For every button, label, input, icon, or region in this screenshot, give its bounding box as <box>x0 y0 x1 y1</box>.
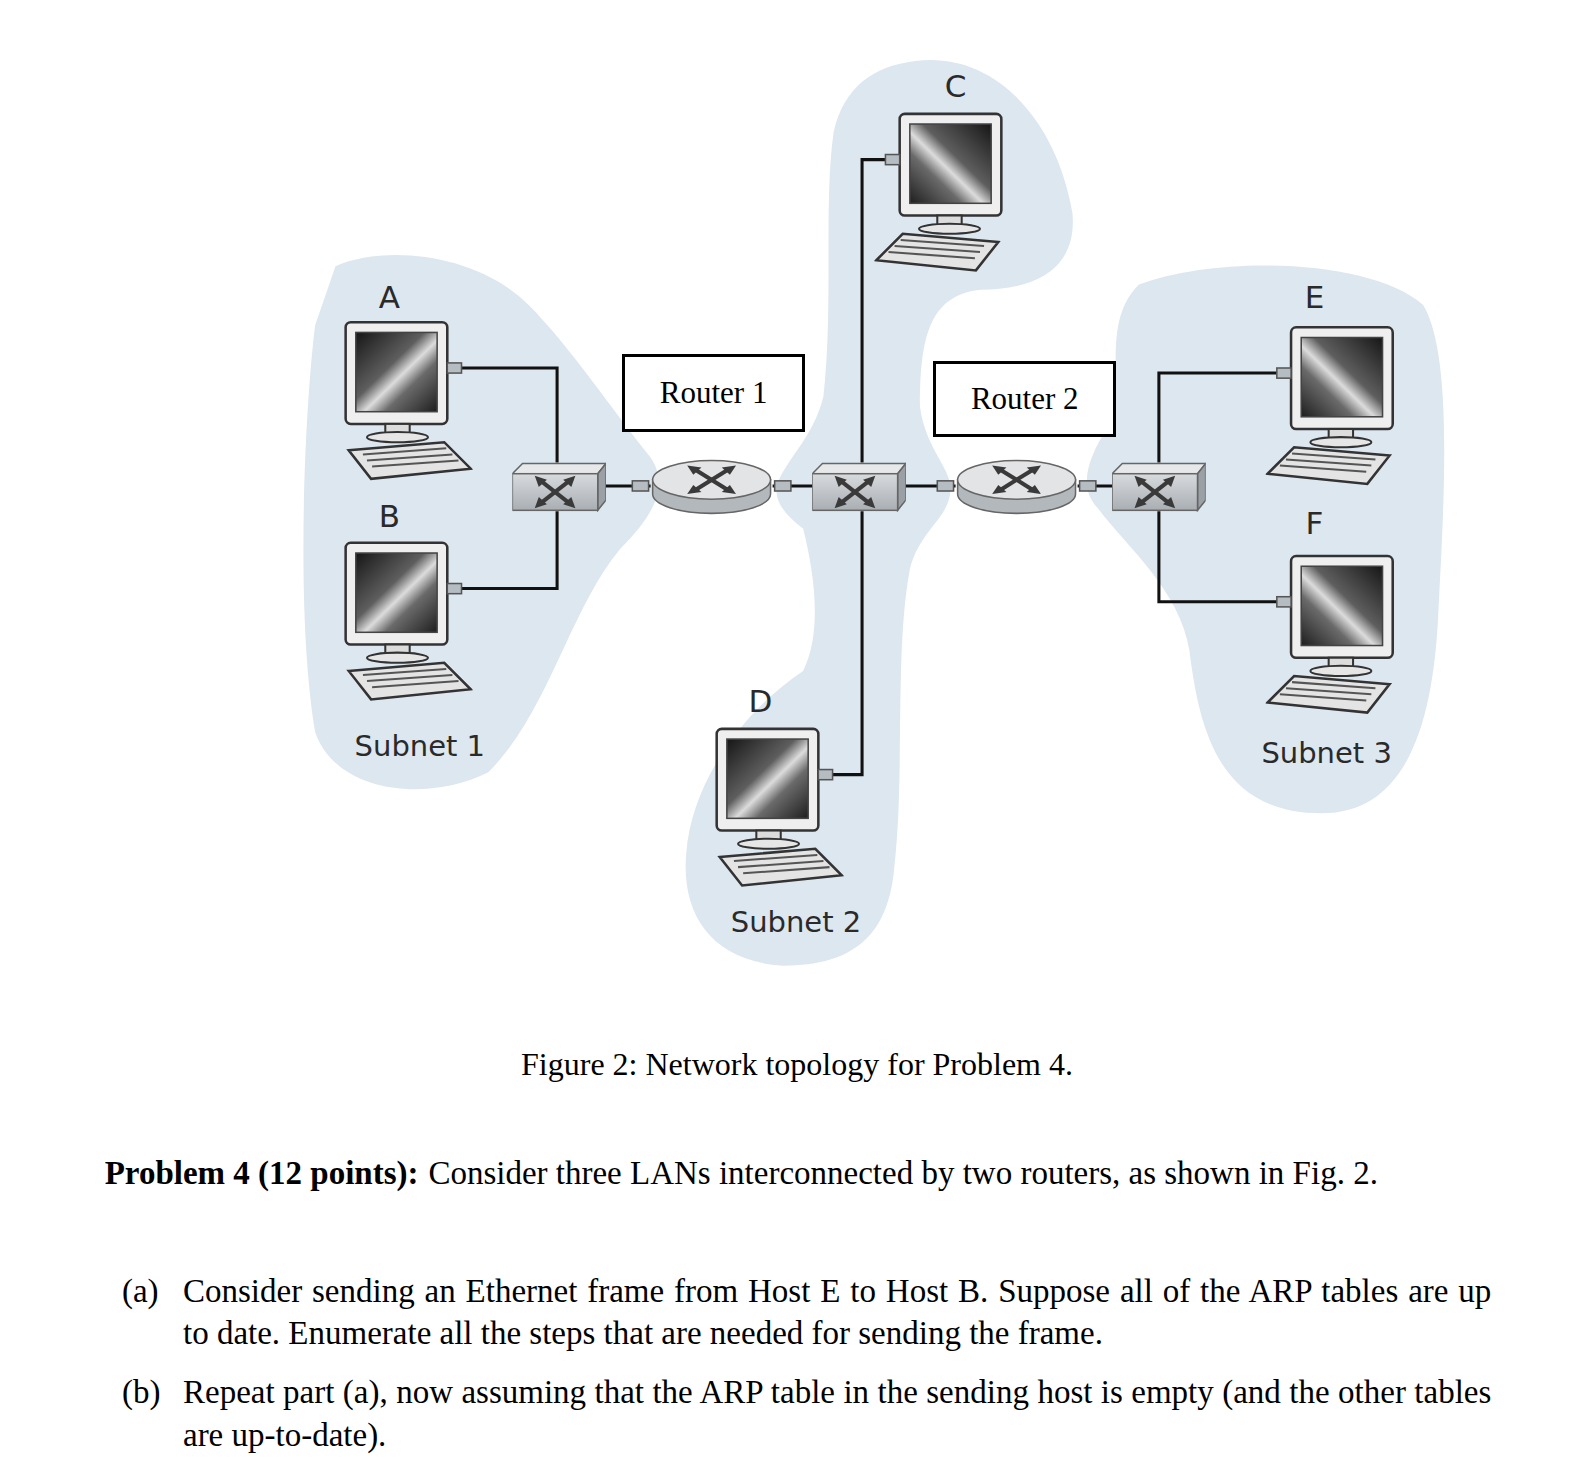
wire <box>462 368 558 463</box>
item-marker: (a) <box>122 1273 159 1309</box>
port <box>775 481 791 491</box>
item-marker: (b) <box>122 1374 160 1410</box>
computer-icon <box>876 114 1001 271</box>
host-computer: B <box>341 498 478 706</box>
problem-heading: Problem 4 (12 points): <box>105 1155 419 1191</box>
host-label: B <box>379 499 400 533</box>
figure-caption: Figure 2: Network topology for Problem 4… <box>0 1044 1594 1084</box>
port <box>937 481 953 491</box>
subnet-region <box>303 255 658 789</box>
host-computer: C <box>874 66 1016 285</box>
computer-icon <box>717 729 842 886</box>
problem-paragraph: Problem 4 (12 points):Consider three LAN… <box>105 1152 1493 1195</box>
item-marker: (b) <box>122 1371 179 1414</box>
router-icon <box>653 461 771 514</box>
switch-icon <box>512 464 606 511</box>
wires <box>462 160 1277 775</box>
wire <box>833 511 862 774</box>
host-label: F <box>1306 506 1324 540</box>
problem-item: Consider sending an Ethernet frame from … <box>183 1270 1491 1355</box>
subnet-region <box>1087 265 1444 813</box>
host-label: E <box>1305 280 1325 314</box>
router-label: Router 1 <box>660 375 768 411</box>
computer-icon <box>346 543 471 700</box>
wire <box>862 160 885 463</box>
subnet-label: Subnet 1 <box>355 731 485 763</box>
wire <box>1159 373 1277 462</box>
subnet-label: Subnet 2 <box>731 907 861 939</box>
port <box>1080 481 1096 491</box>
host-computer: A <box>341 274 478 482</box>
problem-item: Repeat part (a), now assuming that the A… <box>183 1371 1491 1456</box>
port <box>632 481 648 491</box>
subnet-region: Subnet 3 E F <box>1078 259 1449 818</box>
router-box: Router 2 <box>933 361 1116 437</box>
computer-icon <box>1268 327 1393 484</box>
switch-icon <box>1112 464 1206 511</box>
computer-icon <box>1268 556 1393 713</box>
host-computer: F <box>1261 503 1413 722</box>
problem-item: Consider sending an Ethernet frame from … <box>183 1273 1491 1352</box>
host-computer: E <box>1261 274 1413 487</box>
problem-item: Repeat part (a), now assuming that the A… <box>183 1374 1491 1453</box>
wire <box>462 511 558 588</box>
problem-text: Consider three LANs interconnected by tw… <box>428 1155 1378 1191</box>
wire <box>1159 511 1277 601</box>
router-icon <box>958 461 1076 514</box>
computer-icon <box>346 322 471 479</box>
item-marker: (a) <box>122 1270 179 1313</box>
switch-icon <box>812 464 906 511</box>
router-label: Router 2 <box>971 381 1079 417</box>
host-label: D <box>748 684 772 718</box>
host-label: C <box>945 69 967 103</box>
host-computer: D <box>712 681 849 894</box>
host-label: A <box>379 280 400 314</box>
subnet-region: Subnet 1 A B <box>305 249 656 798</box>
subnet-label: Subnet 3 <box>1261 738 1391 770</box>
subnet-region: Subnet 2 C D <box>681 56 1077 971</box>
router-box: Router 1 <box>622 354 805 432</box>
